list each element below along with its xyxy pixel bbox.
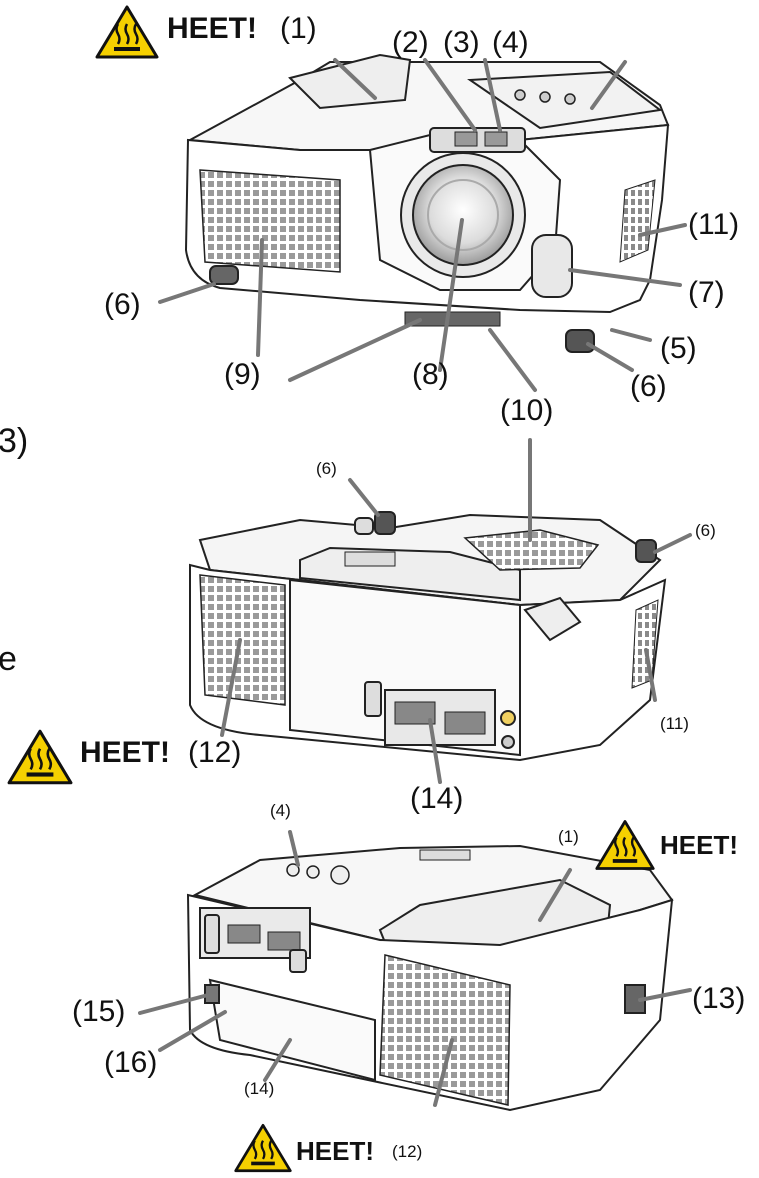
edge-fragment: 3): [0, 422, 29, 460]
hot-surface-warning-icon: [595, 820, 655, 870]
front-leader-lines: [158, 58, 687, 392]
callout-14: (14): [244, 1079, 275, 1098]
rear-leader-lines: [138, 830, 692, 1107]
bottom-view-projector: [189, 511, 667, 762]
front-view-projector: [184, 53, 670, 353]
rear-view-projector: [186, 844, 674, 1112]
callout-11: (11): [660, 714, 689, 733]
callout-6: (6): [630, 370, 667, 403]
callout-6: (6): [104, 288, 141, 321]
callout-12: (12): [392, 1142, 423, 1161]
hot-surface-warning-icon: [234, 1123, 292, 1173]
callout-1: (1): [280, 12, 317, 45]
hot-surface-warning-icon: [7, 729, 73, 785]
callout-8: (8): [412, 358, 449, 391]
bottom-leader-lines: [220, 438, 692, 784]
callout-9: (9): [224, 358, 261, 391]
callout-10: (10): [500, 394, 554, 427]
callout-13: (13): [692, 982, 746, 1015]
hot-surface-warning-icon: [95, 5, 159, 59]
heet-warning-label: HEET!: [80, 736, 170, 769]
callout-4: (4): [270, 801, 291, 820]
callout-1: (1): [558, 827, 579, 846]
callout-3: (3): [443, 26, 480, 59]
edge-fragment: e: [0, 640, 17, 678]
callout-15: (15): [72, 995, 126, 1028]
callout-6: (6): [316, 459, 337, 478]
heet-warning-label: HEET!: [296, 1136, 374, 1166]
callout-4: (4): [492, 26, 529, 59]
callout-12: (12): [188, 736, 242, 769]
callout-11: (11): [688, 208, 740, 241]
heet-warning-label: HEET!: [167, 12, 257, 45]
callout-2: (2): [392, 26, 429, 59]
callout-14: (14): [410, 782, 464, 815]
callout-16: (16): [104, 1046, 158, 1079]
callout-7: (7): [688, 276, 725, 309]
heet-warning-label: HEET!: [660, 830, 738, 860]
callout-5: (5): [660, 332, 697, 365]
callout-6: (6): [695, 521, 716, 540]
